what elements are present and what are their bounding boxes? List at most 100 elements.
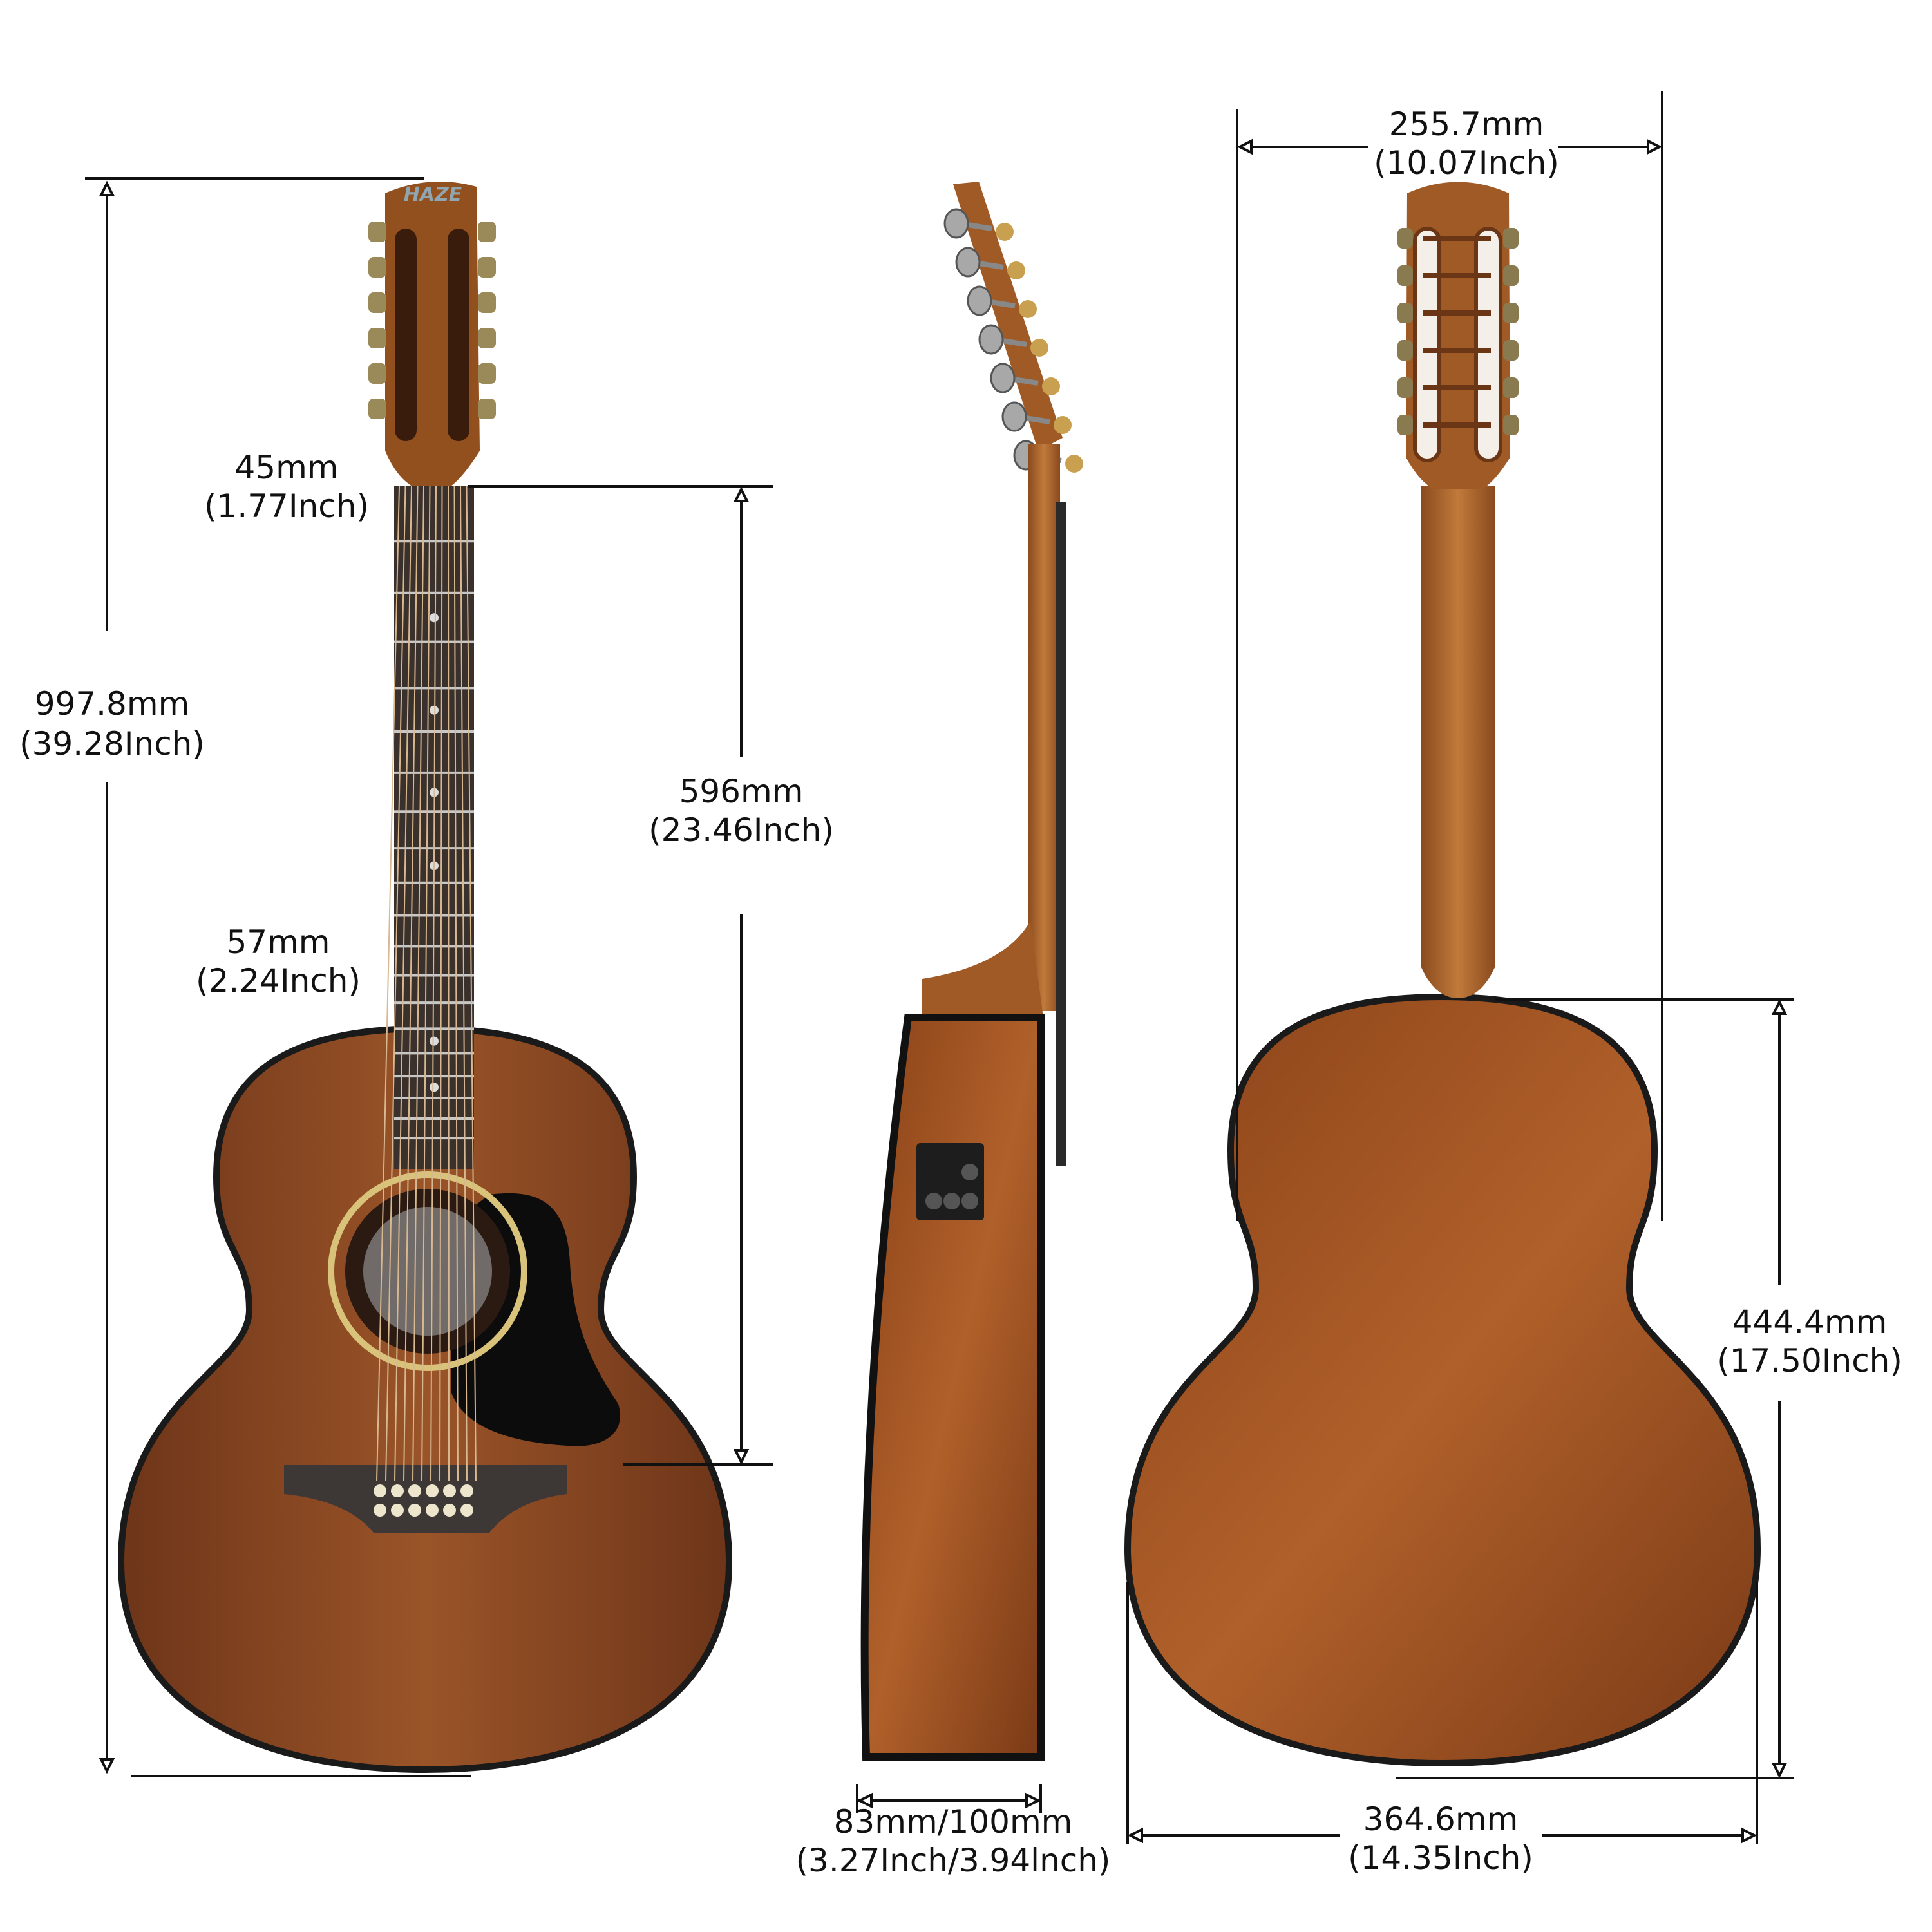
tuner — [1503, 377, 1519, 398]
nut-width-mm: 45mm — [234, 449, 338, 486]
tuner-gear — [1030, 339, 1048, 357]
tuner — [368, 222, 386, 242]
arrowhead — [1127, 1827, 1143, 1844]
headstock-slot — [1413, 227, 1441, 462]
bridge-pins — [374, 1484, 473, 1517]
bridge-pin — [443, 1504, 456, 1517]
tuner — [368, 292, 386, 313]
arrowheads — [99, 138, 1788, 1844]
tuner-button — [1001, 401, 1027, 432]
preamp-knob — [961, 1164, 978, 1180]
tuner — [368, 257, 386, 278]
bridge-pin — [460, 1504, 473, 1517]
tuner — [478, 292, 496, 313]
upper-bout-mm: 255.7mm — [1389, 106, 1544, 143]
tuner — [1503, 415, 1519, 435]
side-heel — [922, 921, 1043, 1018]
body-length-mm: 444.4mm — [1732, 1303, 1888, 1341]
tuner — [1397, 303, 1413, 323]
tuner-button — [955, 247, 981, 278]
tuner-gear — [996, 223, 1014, 241]
string — [394, 486, 412, 1482]
tuner — [478, 222, 496, 242]
arrowhead — [733, 486, 750, 502]
back-neck — [1421, 486, 1495, 998]
body-length-inch: (17.50Inch) — [1717, 1342, 1902, 1379]
soundhole-rosette — [328, 1171, 527, 1371]
arrowhead — [1771, 999, 1788, 1015]
tuner-gear — [1042, 377, 1060, 395]
headstock-slot — [1474, 227, 1502, 462]
tuner — [1503, 303, 1519, 323]
tuner-gear — [1019, 300, 1037, 318]
side-neck — [1028, 444, 1060, 1011]
back-view — [1124, 182, 1761, 1767]
bridge-pin — [391, 1504, 404, 1517]
string — [376, 486, 400, 1482]
arrowhead — [1236, 138, 1253, 155]
tuner-button — [990, 363, 1016, 393]
arrowhead — [1771, 1763, 1788, 1779]
string — [412, 486, 424, 1482]
string — [439, 486, 443, 1482]
fret-marker — [430, 613, 439, 623]
tuner — [1397, 377, 1413, 398]
headstock-slot — [448, 229, 469, 441]
preamp-knob — [943, 1193, 960, 1209]
string — [453, 486, 459, 1482]
lower-bout-inch: (14.35Inch) — [1348, 1839, 1533, 1877]
tuner — [1503, 340, 1519, 361]
tuners — [368, 222, 496, 419]
arrowhead — [99, 1758, 115, 1774]
side-tuners — [943, 208, 1083, 473]
upper-bout-inch: (10.07Inch) — [1374, 144, 1559, 182]
back-tuners — [1397, 228, 1519, 435]
headstock-slot — [395, 229, 417, 441]
bridge — [284, 1465, 567, 1533]
side-fretboard — [1056, 502, 1066, 1166]
dimension-lines — [85, 91, 1794, 1844]
front-body — [117, 1025, 733, 1774]
fret-marker — [430, 1036, 439, 1046]
side-body — [860, 1014, 1045, 1761]
overall-length-mm: 997.8mm — [35, 685, 190, 723]
tuner-button — [967, 285, 992, 316]
string — [403, 486, 419, 1482]
arrowhead — [1025, 1792, 1041, 1809]
tuner — [1503, 228, 1519, 249]
tuner — [1503, 265, 1519, 286]
tuner — [368, 328, 386, 348]
tuner — [478, 328, 496, 348]
soundhole-label — [363, 1207, 492, 1336]
arrowhead — [99, 180, 115, 196]
scale-length-inch: (23.46Inch) — [649, 811, 834, 849]
tuner — [1397, 415, 1413, 435]
bridge-pin — [391, 1484, 404, 1497]
tuner — [1397, 228, 1413, 249]
side-view — [860, 182, 1083, 1761]
string — [466, 486, 477, 1482]
preamp-knob — [961, 1193, 978, 1209]
scale-length-mm: 596mm — [679, 773, 804, 810]
bridge-pin — [408, 1504, 421, 1517]
tuner — [1397, 340, 1413, 361]
bridge-pin — [426, 1504, 439, 1517]
bridge-pin — [460, 1484, 473, 1497]
front-view: HAZE — [117, 182, 733, 1774]
string — [448, 486, 450, 1482]
bridge-pin — [443, 1484, 456, 1497]
tuner — [478, 399, 496, 419]
bridge-pin — [374, 1504, 386, 1517]
lower-bout-mm: 364.6mm — [1363, 1801, 1519, 1838]
string — [421, 486, 431, 1482]
fret12-width-inch: (2.24Inch) — [196, 962, 361, 999]
fret-marker — [430, 705, 439, 715]
brand-logo: HAZE — [404, 184, 462, 206]
tuner-button — [978, 324, 1004, 355]
preamp-knob — [925, 1193, 942, 1209]
arrowhead — [1647, 138, 1663, 155]
strings — [376, 486, 477, 1482]
tuner — [478, 257, 496, 278]
